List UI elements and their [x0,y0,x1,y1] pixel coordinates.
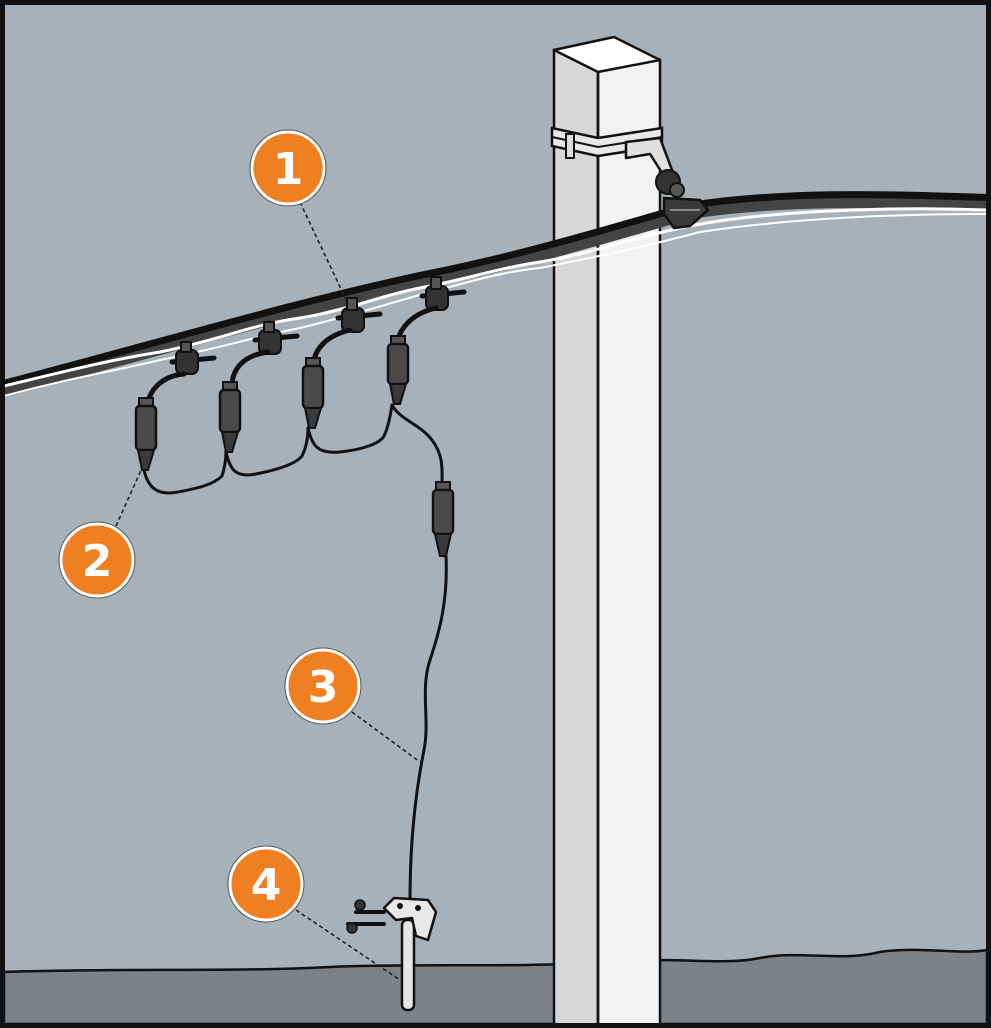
callout-label-4: 4 [251,860,282,911]
cable-connectors [134,335,455,557]
earthing-rod [346,896,438,1012]
pole-top [552,35,662,74]
pole-right-face [596,58,662,1028]
callout-badge-3: 3 [284,647,362,725]
callout-label-2: 2 [82,536,113,587]
cable-connector [386,335,410,405]
branch-clamp [252,321,300,355]
cable-connector [218,381,242,453]
branch-clamp [335,297,383,333]
sky-background [4,4,987,1024]
cable-connector [301,357,325,429]
utility-pole [550,35,674,1028]
leader-line-2 [115,467,143,527]
branch-clamps [169,276,467,375]
pole-left-face [552,48,600,1028]
callout-label-1: 1 [273,144,304,195]
branch-clamp [169,341,217,375]
cable-connector [134,397,158,471]
leader-line-3 [351,711,421,763]
cable-connector [431,481,455,557]
callout-badge-2: 2 [58,521,136,599]
callout-badges: 1 2 3 4 [58,129,362,923]
callout-badge-4: 4 [227,845,305,923]
leader-line-1 [299,201,349,305]
callout-badge-1: 1 [249,129,327,207]
callout-leader-lines [115,201,421,981]
callout-label-3: 3 [308,662,339,713]
suspension-clamp [655,169,710,230]
jumper-cables [142,305,448,902]
